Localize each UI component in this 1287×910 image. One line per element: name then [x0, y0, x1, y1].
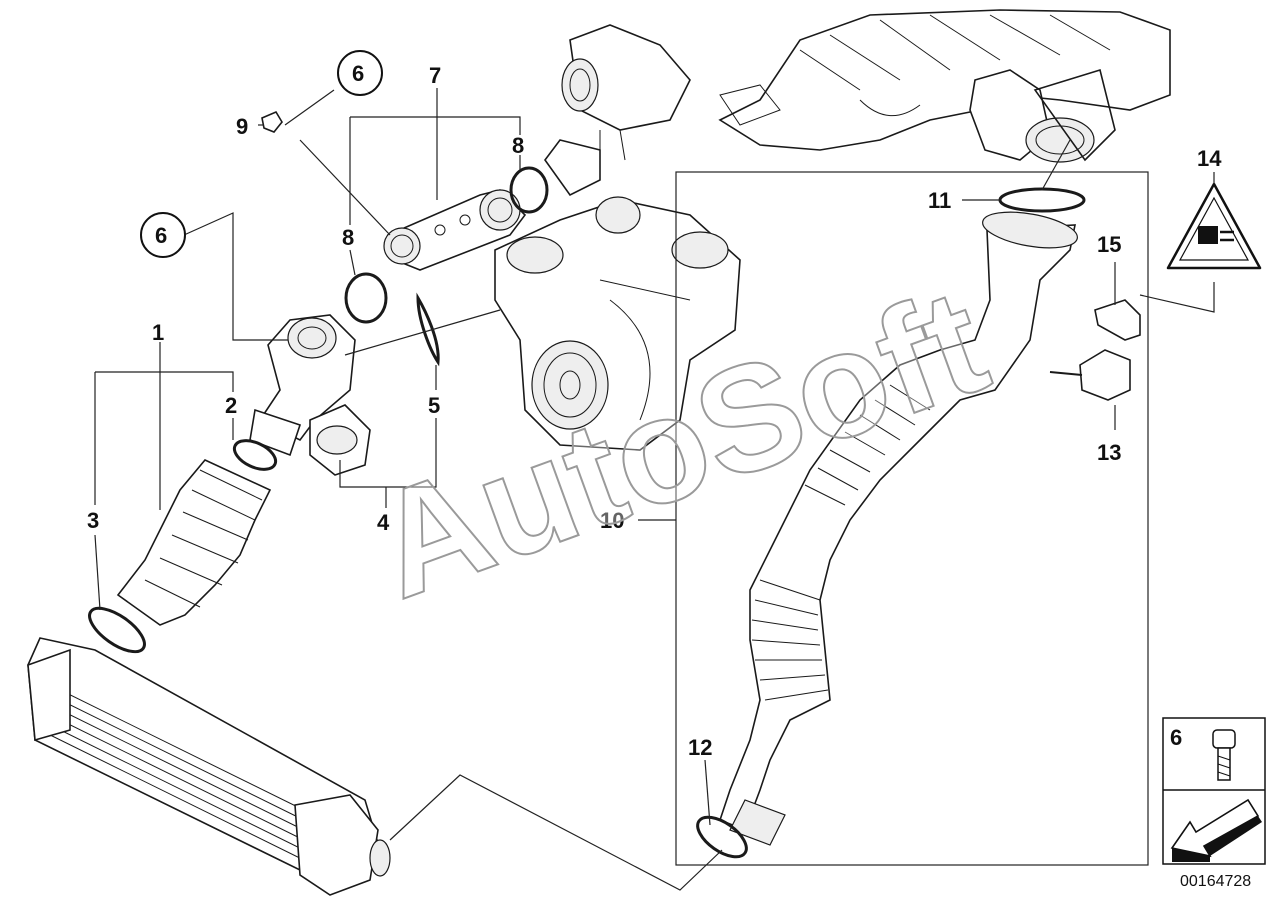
part-13-sensor [1049, 349, 1131, 401]
part-12-gasket-ring [696, 815, 748, 859]
intercooler [27, 637, 391, 896]
part-7-charge-pipe [383, 189, 527, 271]
label-11: 11 [928, 188, 951, 213]
label-7: 7 [429, 63, 441, 88]
screw-icon [1212, 729, 1236, 781]
label-13: 13 [1097, 440, 1121, 465]
turbocharger-upper [544, 24, 691, 197]
label-8-lower: 8 [342, 225, 354, 250]
part-10-bracket-box [675, 171, 1149, 866]
part-5-gasket [416, 292, 440, 367]
label-14: 14 [1197, 146, 1222, 171]
part-14-warning-label [1166, 182, 1262, 270]
label-9: 9 [236, 114, 248, 139]
detail-box-label: 6 [1170, 725, 1182, 750]
label-2: 2 [225, 393, 237, 418]
detail-box: 6 [1162, 717, 1266, 865]
label-6-left: 6 [155, 223, 167, 248]
label-15: 15 [1097, 232, 1121, 257]
throttle-body [969, 68, 1116, 163]
callout-circle-6-top [337, 50, 383, 96]
image-number: 00164728 [1180, 873, 1251, 890]
intake-manifold [718, 9, 1171, 151]
part-10-charge-air-hose [719, 211, 1078, 846]
label-12: 12 [688, 735, 712, 760]
turbocharger-main [494, 196, 741, 451]
part-2-gasket-ring [232, 439, 278, 471]
part-labels: 1 2 3 4 5 6 6 7 8 8 9 10 11 12 13 14 15 [87, 61, 1222, 760]
label-6-top: 6 [352, 61, 364, 86]
charge-air-elbow [249, 314, 371, 476]
label-10: 10 [600, 508, 624, 533]
callout-circle-6-left [140, 212, 186, 258]
part-9-clip [261, 110, 283, 133]
label-4: 4 [377, 510, 390, 535]
part-15-clip [1094, 299, 1141, 341]
leader-lines [94, 88, 1215, 891]
label-5: 5 [428, 393, 440, 418]
arrow-icon [1170, 798, 1262, 862]
label-1: 1 [152, 320, 164, 345]
part-3-gasket-ring [88, 606, 146, 654]
part-1-charge-air-hose [116, 459, 272, 626]
part-11-gasket-ring [998, 187, 1086, 213]
label-8-upper: 8 [512, 133, 524, 158]
part-8-o-ring-lower [344, 272, 388, 324]
label-3: 3 [87, 508, 99, 533]
part-8-o-ring-upper [509, 166, 549, 214]
